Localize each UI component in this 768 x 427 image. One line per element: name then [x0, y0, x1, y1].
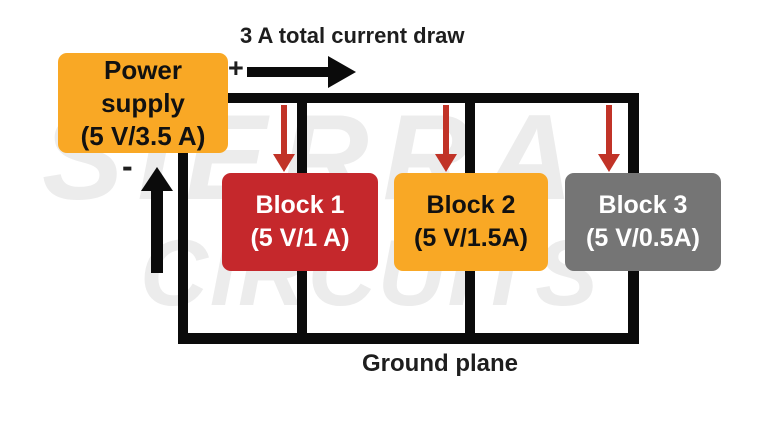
minus-sign: - [122, 148, 133, 184]
block-2-current-arrow-shaft [443, 105, 449, 155]
block-3-box: Block 3 (5 V/0.5A) [565, 173, 721, 271]
plus-sign: + [228, 53, 244, 83]
current-draw-arrow-shaft [247, 67, 328, 77]
power-supply-label-line2: supply [101, 87, 185, 118]
ground-plane-wire [178, 333, 639, 344]
return-arrow-shaft [151, 190, 163, 273]
current-draw-arrow-head [328, 56, 356, 88]
block-1-name: Block 1 [255, 191, 345, 219]
power-supply-box: Power supply (5 V/3.5 A) [58, 53, 228, 153]
block-3-current-arrow-head [598, 154, 620, 172]
block-1-current-arrow-shaft [281, 105, 287, 155]
block-3-current-arrow-shaft [606, 105, 612, 155]
block-2-spec: (5 V/1.5A) [414, 224, 528, 252]
current-draw-label: 3 A total current draw [240, 23, 465, 48]
ground-plane-label: Ground plane [362, 350, 518, 377]
block-2-name: Block 2 [426, 191, 516, 219]
power-supply-spec: (5 V/3.5 A) [80, 120, 206, 151]
power-supply-label-line1: Power [103, 54, 183, 85]
block-2-box: Block 2 (5 V/1.5A) [394, 173, 548, 271]
block-1-spec: (5 V/1 A) [250, 224, 350, 252]
block-3-spec: (5 V/0.5A) [586, 224, 700, 252]
positive-rail-wire [228, 93, 639, 103]
return-wire [178, 152, 188, 344]
block-3-name: Block 3 [598, 191, 688, 219]
block-1-box: Block 1 (5 V/1 A) [222, 173, 378, 271]
